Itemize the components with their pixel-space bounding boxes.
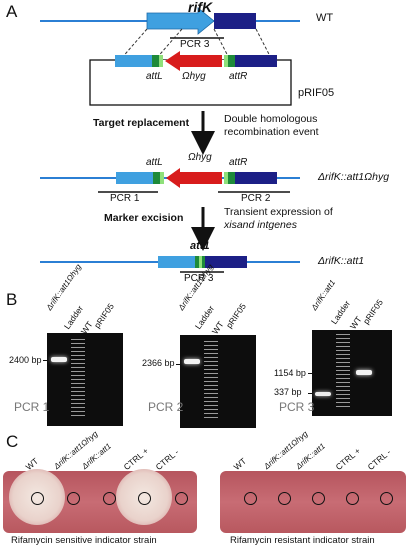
pcr1-label: PCR 1: [110, 193, 140, 204]
gel1-ladder: [71, 339, 85, 419]
mutant1-attr-label: attR: [229, 157, 248, 168]
mutant1-attl-label: attL: [146, 157, 163, 168]
plasmid-hyg-label: Ωhyg: [182, 71, 206, 82]
plate1-well-4: [138, 492, 151, 505]
mutant2-homology-left: [158, 256, 195, 268]
plasmid-hyg-arrow: [165, 51, 222, 71]
panel-a-diagram: [40, 7, 300, 273]
plate2-label-mut2: ΔrifK::att1: [294, 441, 327, 471]
plasmid-attl-dark: [152, 55, 159, 67]
gel3-ladder: [336, 334, 350, 410]
plate2-label-ctrlneg: CTRL -: [365, 446, 393, 472]
panel-c-letter: C: [6, 432, 19, 451]
plasmid-attr-light: [224, 55, 228, 67]
gel3-name: PCR 3: [279, 400, 315, 414]
panel-a-letter: A: [6, 2, 18, 21]
gel2-lane4-label: pRIF05: [223, 301, 248, 330]
gel2-image: [180, 335, 256, 428]
gel2-size-label: 2366 bp: [142, 358, 175, 368]
plasmid-attr-label: attR: [229, 71, 248, 82]
plasmid-attl-label: attL: [146, 71, 163, 82]
mutant2-homology-right: [205, 256, 247, 268]
plate2-caption: Rifamycin resistant indicator strain: [230, 535, 375, 546]
mutant1-name-label: ΔrifK::att1Ωhyg: [318, 171, 390, 183]
mutant1-attr-light: [224, 172, 228, 184]
plasmid-homology-left: [115, 55, 152, 67]
plate2-well-4: [346, 492, 359, 505]
mutant1-attl-light: [160, 172, 164, 184]
panel-b-letter: B: [6, 290, 18, 309]
plasmid-attl-light: [159, 55, 163, 67]
plate2-well-5: [380, 492, 393, 505]
gel3-size-label-337: 337 bp: [274, 387, 302, 397]
pcr2-label: PCR 2: [241, 193, 271, 204]
plate2-label-ctrlpos: CTRL +: [333, 445, 363, 472]
plate2-resistant: [220, 471, 406, 533]
plate2-well-3: [312, 492, 325, 505]
gel1-size-label: 2400 bp: [9, 355, 42, 365]
step2-bold-label: Marker excision: [104, 212, 184, 224]
gel1-band: [51, 357, 67, 362]
plasmid-homology-right: [235, 55, 277, 67]
mutant1-hyg-arrow: [166, 168, 222, 188]
mutant2-att-light: [199, 256, 202, 268]
rifk-gene-arrow: [146, 7, 215, 35]
gel2-ladder: [204, 341, 218, 421]
gel3-band-mutant: [315, 392, 331, 396]
mutant2-name-label: ΔrifK::att1: [318, 255, 365, 267]
mutant1-attl-dark: [153, 172, 160, 184]
gel1-lane4-label: pRIF05: [91, 301, 116, 330]
plate1-label-ctrlneg: CTRL -: [153, 446, 181, 472]
plate1-well-1: [31, 492, 44, 505]
gel3-lane3-label: WT: [347, 314, 364, 331]
gel1-name: PCR 1: [14, 400, 50, 414]
mutant1-hyg-label: Ωhyg: [188, 152, 212, 163]
mutant1-homology-right: [235, 172, 277, 184]
pcr3-top-label: PCR 3: [180, 39, 210, 50]
wt-label: WT: [316, 12, 334, 24]
plasmid-name-label: pRIF05: [298, 87, 335, 99]
plate1-sensitive: [3, 469, 197, 533]
step1-text-line1: Double homologous: [224, 113, 318, 125]
step1-bold-label: Target replacement: [93, 117, 190, 129]
mutant2-pcr3-label: PCR 3: [184, 273, 214, 284]
mutant2-att-dark2: [202, 256, 205, 268]
gel3-band-wt: [356, 370, 372, 375]
rifk-label: rifK: [188, 0, 213, 15]
plate1-label-ctrlpos: CTRL +: [121, 445, 151, 472]
gel3-lane4-label: pRIF05: [360, 297, 385, 326]
plate2-well-2: [278, 492, 291, 505]
step1-text-line2: recombination event: [224, 126, 319, 138]
plate2-label-wt: WT: [231, 455, 249, 472]
gel2-name: PCR 2: [148, 400, 184, 414]
plate2-well-1: [244, 492, 257, 505]
mutant2-att-label: att1: [190, 240, 210, 252]
mutant1-attr-dark: [228, 172, 235, 184]
step2-text-line1: Transient expression of: [224, 206, 333, 218]
gel3-size-label-1154: 1154 bp: [274, 368, 306, 378]
gel2-band: [184, 359, 200, 364]
gel2-lane3-label: WT: [209, 319, 226, 336]
mutant1-homology-left: [116, 172, 153, 184]
plate1-caption: Rifamycin sensitive indicator strain: [11, 535, 157, 546]
plate1-well-5: [175, 492, 188, 505]
gel3-image: [312, 330, 392, 416]
plasmid-attr-dark: [228, 55, 235, 67]
step2-text-line2: xisand intgenes: [224, 219, 297, 231]
mutant2-att-dark: [195, 256, 199, 268]
downstream-gene-block: [214, 13, 256, 29]
plate1-well-3: [103, 492, 116, 505]
gel1-image: [47, 333, 123, 426]
plate1-well-2: [67, 492, 80, 505]
